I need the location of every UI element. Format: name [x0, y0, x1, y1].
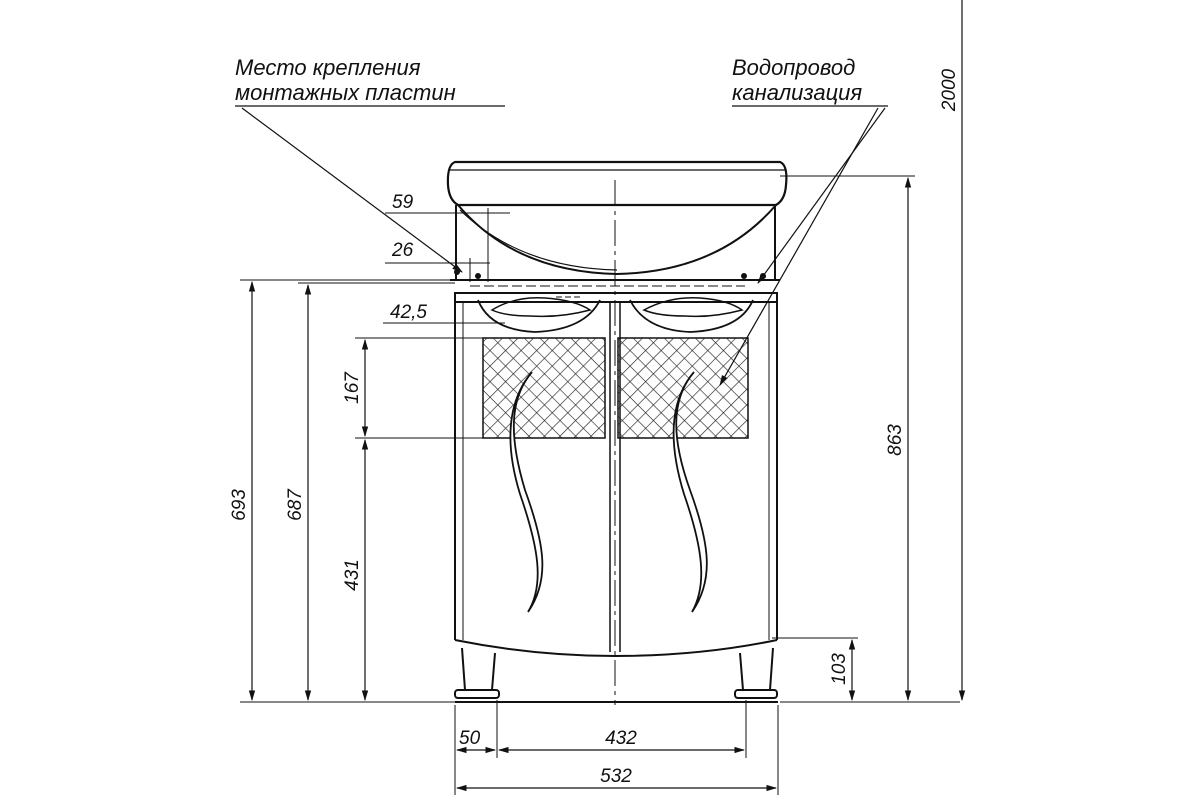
door-handles [509, 371, 708, 613]
dim-687: 687 [285, 282, 455, 702]
dim-42-5-label: 42,5 [390, 302, 427, 323]
drain-siphons [477, 297, 754, 333]
dim-863-label: 863 [885, 424, 906, 456]
dim-59: 59 [385, 192, 510, 282]
callout-mounting: Место крепления монтажных пластин [235, 55, 505, 273]
dim-432: 432 [497, 728, 746, 754]
dim-431-label: 431 [342, 559, 363, 591]
dim-42-5: 42,5 [383, 302, 505, 324]
cabinet-legs [454, 647, 778, 699]
dim-50-label: 50 [459, 728, 481, 749]
dim-687-label: 687 [285, 488, 306, 521]
callout-mounting-line2: монтажных пластин [235, 80, 456, 105]
dim-2000-label: 2000 [939, 68, 960, 112]
dim-693-label: 693 [229, 489, 250, 521]
dim-59-label: 59 [392, 192, 414, 213]
dim-167: 167 [342, 337, 483, 439]
dim-26: 26 [385, 240, 490, 282]
callout-mounting-line1: Место крепления [235, 55, 421, 80]
dim-693: 693 [229, 279, 455, 703]
dim-50: 50 [455, 728, 497, 754]
dim-431: 431 [342, 438, 369, 702]
dim-532: 532 [455, 766, 778, 792]
sink-basin [446, 160, 788, 276]
mesh-panels [482, 337, 749, 439]
dim-103: 103 [772, 637, 858, 702]
dim-2000: 2000 [939, 0, 966, 702]
callout-plumbing-line2: канализация [732, 80, 862, 105]
callout-plumbing: Водопровод канализация [719, 55, 888, 386]
callout-plumbing-line1: Водопровод [732, 55, 855, 80]
dim-532-label: 532 [600, 766, 632, 787]
dim-863: 863 [780, 175, 960, 703]
dim-103-label: 103 [829, 653, 850, 685]
dim-bottom-extensions [454, 700, 779, 795]
dim-26-label: 26 [391, 240, 414, 261]
dim-167-label: 167 [342, 371, 363, 404]
dim-432-label: 432 [605, 728, 637, 749]
